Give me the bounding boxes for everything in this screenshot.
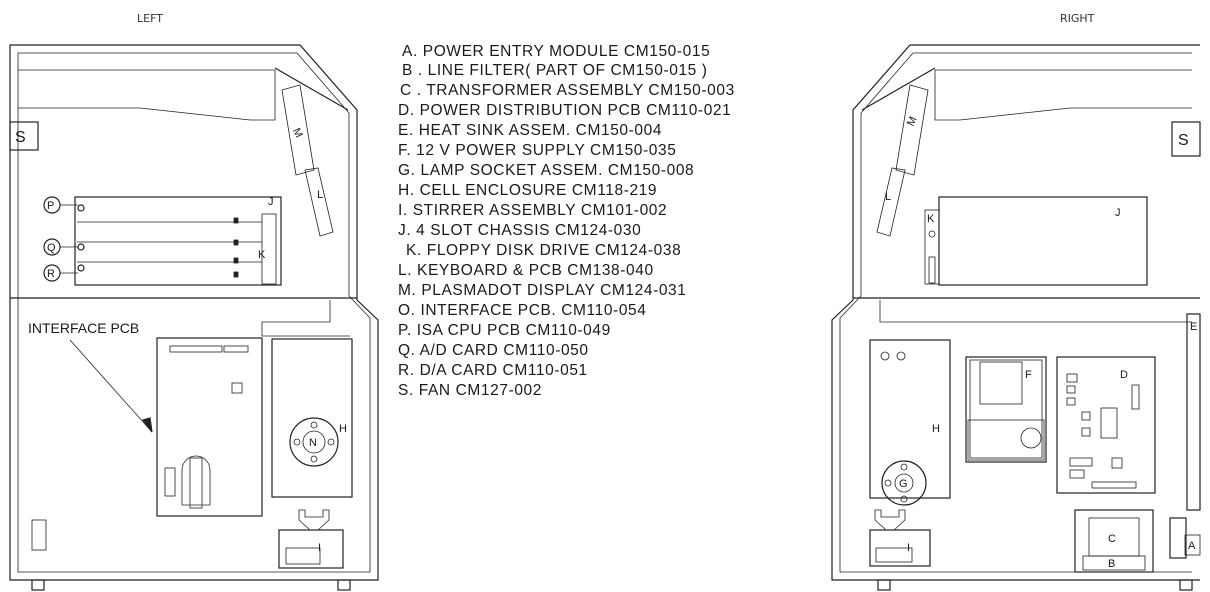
right-stirrer-cup [874, 509, 906, 531]
legend-item-g: G. LAMP SOCKET ASSEM. CM150-008 [398, 162, 694, 179]
legend-item-j: J. 4 SLOT CHASSIS CM124-030 [398, 222, 641, 239]
right-power-distribution-pcb [1056, 356, 1156, 494]
left-connector-3 [233, 257, 239, 264]
left-top-panel [18, 69, 276, 121]
left-lamp-socket-outer [289, 417, 339, 467]
right-label-f: F [1025, 369, 1032, 381]
right-bracket [879, 300, 1192, 323]
legend-item-b: B . LINE FILTER( PART OF CM150-015 ) [402, 62, 708, 79]
left-board-chip [231, 382, 243, 394]
left-label-q: Q [47, 242, 56, 254]
legend-item-o: O. INTERFACE PCB. CM110-054 [398, 302, 646, 319]
left-interface-board [156, 337, 263, 517]
parts-legend: A. POWER ENTRY MODULE CM150-015 B . LINE… [398, 43, 735, 399]
right-view-title: RIGHT [1060, 12, 1095, 25]
legend-item-i: I. STIRRER ASSEMBLY CM101-002 [398, 202, 667, 219]
left-label-l: L [317, 189, 323, 201]
legend-item-s: S. FAN CM127-002 [398, 382, 542, 399]
left-floppy-drive [261, 213, 277, 285]
right-label-a: A [1188, 540, 1196, 552]
legend-item-m: M. PLASMADOT DISPLAY CM124-031 [398, 282, 687, 299]
legend-item-k: K. FLOPPY DISK DRIVE CM124-038 [406, 242, 681, 259]
legend-item-e: E. HEAT SINK ASSEM. CM150-004 [398, 122, 662, 139]
legend-item-a: A. POWER ENTRY MODULE CM150-015 [402, 43, 710, 60]
right-line-filter [1082, 555, 1146, 571]
right-floppy-drive [924, 209, 940, 285]
left-chassis [74, 196, 282, 286]
legend-item-d: D. POWER DISTRIBUTION PCB CM110-021 [398, 102, 731, 119]
left-port [31, 519, 47, 551]
right-label-g: G [899, 478, 908, 490]
left-foot-left [31, 579, 45, 591]
right-foot-left [877, 579, 891, 591]
right-power-entry-module [1169, 517, 1187, 559]
left-label-s: S [15, 129, 26, 146]
right-label-m: M [905, 115, 920, 128]
left-pcb-arrowhead [141, 417, 153, 433]
left-connector-1 [233, 217, 239, 224]
right-label-c: C [1108, 533, 1116, 545]
left-label-j: J [268, 196, 274, 208]
right-cabinet-outline [831, 44, 1200, 581]
left-fan [9, 121, 39, 151]
right-stirrer [869, 529, 931, 567]
left-label-n: N [309, 437, 317, 449]
right-display-panel [895, 84, 929, 176]
right-cell-enclosure [869, 339, 951, 499]
legend-item-c: C . TRANSFORMER ASSEMBLY CM150-003 [400, 82, 735, 99]
right-transformer [1074, 509, 1154, 573]
right-top-slant [861, 67, 936, 111]
left-cell-enclosure [271, 338, 353, 498]
right-label-b: B [1108, 558, 1115, 570]
right-lamp-socket [881, 460, 927, 506]
right-view: RIGHT S M L J K E H [831, 12, 1201, 591]
right-cabinet-inner [839, 52, 1192, 573]
right-label-s: S [1178, 132, 1189, 149]
right-label-k: K [927, 213, 935, 225]
left-top-slant [274, 67, 349, 111]
right-label-h: H [932, 423, 940, 435]
left-board-connector [181, 455, 211, 506]
right-label-e: E [1190, 321, 1197, 333]
left-foot-right [337, 579, 351, 591]
left-label-h: H [339, 423, 347, 435]
legend-item-h: H. CELL ENCLOSURE CM118-219 [398, 182, 657, 199]
left-label-r: R [47, 268, 55, 280]
left-display-panel [281, 84, 315, 176]
left-label-i: I [318, 542, 321, 554]
legend-item-p: P. ISA CPU PCB CM110-049 [398, 322, 611, 339]
right-keyboard-panel [876, 167, 906, 237]
right-top-panel [934, 69, 1192, 121]
left-label-m: M [290, 126, 305, 139]
right-label-l: L [885, 191, 891, 203]
right-label-j: J [1115, 207, 1121, 219]
left-label-interface-pcb: INTERFACE PCB [28, 320, 139, 336]
left-bracket [261, 300, 350, 337]
left-keyboard-panel [304, 167, 334, 237]
legend-item-q: Q. A/D CARD CM110-050 [398, 342, 589, 359]
legend-item-f: F. 12 V POWER SUPPLY CM150-035 [398, 142, 676, 159]
left-stirrer-cup [298, 509, 330, 531]
left-cabinet-outline [9, 44, 379, 581]
left-label-k: K [258, 249, 266, 261]
legend-item-r: R. D/A CARD CM110-051 [398, 362, 588, 379]
legend-item-l: L. KEYBOARD & PCB CM138-040 [398, 262, 654, 279]
left-connector-4 [233, 271, 239, 278]
left-view: LEFT S M L J K P Q [9, 12, 379, 591]
left-view-title: LEFT [137, 12, 163, 25]
left-pcb-leader [69, 339, 153, 433]
right-power-supply [965, 356, 1047, 463]
left-connector-2 [233, 239, 239, 246]
left-label-p: P [47, 200, 54, 212]
right-fan [1171, 121, 1201, 157]
right-label-d: D [1120, 369, 1128, 381]
left-cabinet-inner [17, 52, 371, 573]
right-foot-right [1179, 579, 1193, 591]
right-label-i: I [907, 542, 910, 554]
left-stirrer [278, 529, 344, 569]
right-heat-sink [1186, 313, 1201, 511]
